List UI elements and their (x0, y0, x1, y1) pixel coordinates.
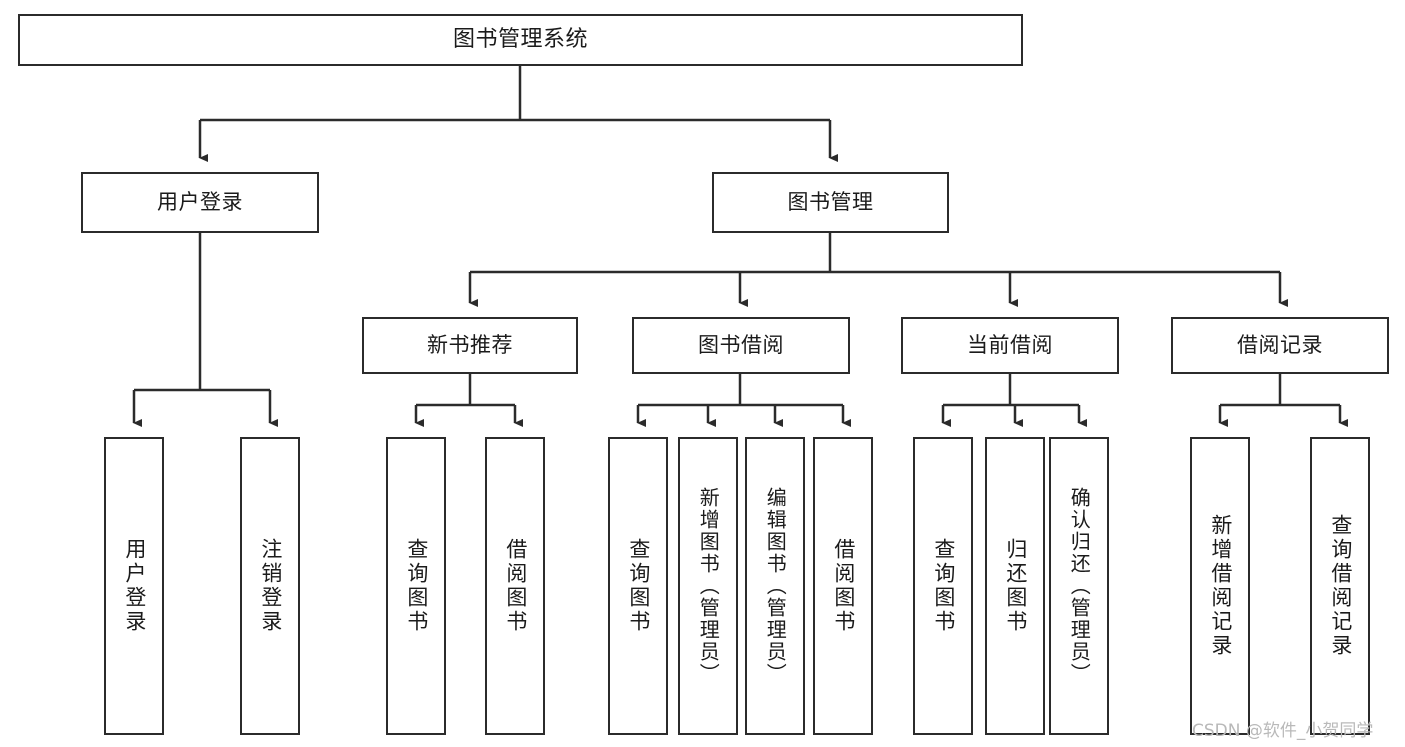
node-root-label: 图书管理系统 (452, 27, 588, 53)
node-leaf-return-book[interactable]: 归还图书 (985, 437, 1045, 735)
node-leaf-user-login-label: 用户登录 (122, 538, 147, 634)
node-leaf-add-record-label: 新增借阅记录 (1208, 514, 1233, 658)
node-book-borrow-label: 图书借阅 (698, 333, 784, 358)
node-leaf-query-book-2[interactable]: 查询图书 (608, 437, 668, 735)
node-leaf-borrow-book-2-label: 借阅图书 (831, 538, 856, 634)
node-leaf-logout-login[interactable]: 注销登录 (240, 437, 300, 735)
node-leaf-borrow-book-1-label: 借阅图书 (503, 538, 528, 634)
node-user-login[interactable]: 用户登录 (81, 172, 319, 233)
node-leaf-logout-login-label: 注销登录 (258, 538, 283, 634)
node-leaf-borrow-book-1[interactable]: 借阅图书 (485, 437, 545, 735)
node-new-book-rec[interactable]: 新书推荐 (362, 317, 578, 374)
node-leaf-query-book-1-label: 查询图书 (404, 538, 429, 634)
node-borrow-record[interactable]: 借阅记录 (1171, 317, 1389, 374)
node-book-borrow[interactable]: 图书借阅 (632, 317, 850, 374)
node-leaf-add-book[interactable]: 新增图书（管理员） (678, 437, 738, 735)
node-root[interactable]: 图书管理系统 (18, 14, 1023, 66)
node-leaf-borrow-book-2[interactable]: 借阅图书 (813, 437, 873, 735)
node-leaf-user-login[interactable]: 用户登录 (104, 437, 164, 735)
node-current-borrow[interactable]: 当前借阅 (901, 317, 1119, 374)
node-leaf-query-book-3[interactable]: 查询图书 (913, 437, 973, 735)
node-book-manage[interactable]: 图书管理 (712, 172, 949, 233)
node-leaf-return-book-label: 归还图书 (1003, 538, 1028, 634)
watermark-text: CSDN @软件_小贺同学 (1192, 721, 1374, 741)
node-leaf-confirm-return[interactable]: 确认归还（管理员） (1049, 437, 1109, 735)
node-leaf-query-record-label: 查询借阅记录 (1328, 514, 1353, 658)
node-leaf-add-record[interactable]: 新增借阅记录 (1190, 437, 1250, 735)
node-leaf-query-record[interactable]: 查询借阅记录 (1310, 437, 1370, 735)
node-leaf-add-book-label: 新增图书（管理员） (696, 487, 721, 685)
node-user-login-label: 用户登录 (157, 190, 243, 215)
node-leaf-edit-book-label: 编辑图书（管理员） (763, 487, 788, 685)
node-leaf-query-book-2-label: 查询图书 (626, 538, 651, 634)
node-borrow-record-label: 借阅记录 (1237, 333, 1323, 358)
node-new-book-rec-label: 新书推荐 (427, 333, 513, 358)
node-leaf-query-book-3-label: 查询图书 (931, 538, 956, 634)
node-book-manage-label: 图书管理 (787, 190, 874, 215)
node-leaf-edit-book[interactable]: 编辑图书（管理员） (745, 437, 805, 735)
node-current-borrow-label: 当前借阅 (967, 333, 1053, 358)
node-leaf-query-book-1[interactable]: 查询图书 (386, 437, 446, 735)
node-leaf-confirm-return-label: 确认归还（管理员） (1067, 487, 1092, 685)
